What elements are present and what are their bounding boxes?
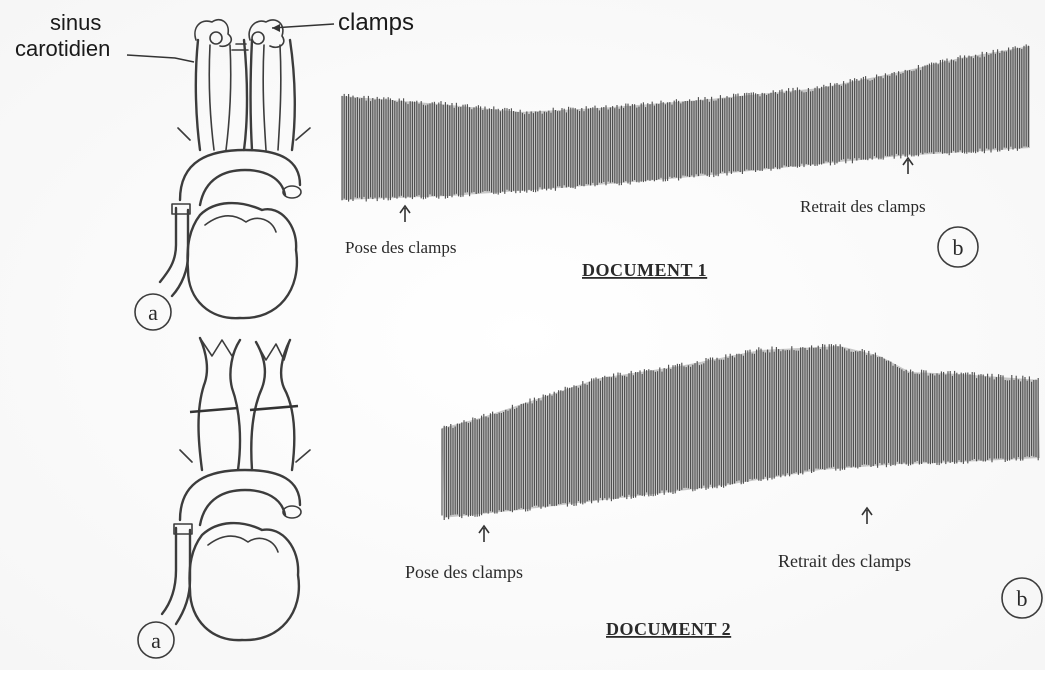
arrow-retrait-doc1-icon	[903, 158, 913, 174]
heart-auricle-detail-lower	[208, 536, 278, 552]
aorta-cut-end-lower	[283, 506, 301, 518]
right-carotid-inner2	[278, 45, 281, 150]
arrow-pose-doc1-icon	[400, 206, 410, 222]
marker-b-doc2: b	[1017, 586, 1028, 611]
marker-a-top: a	[148, 300, 158, 325]
left-carotid-lower-inner	[230, 340, 240, 470]
label-pose-doc1: Pose des clamps	[345, 238, 456, 257]
clamp-right-icon	[252, 32, 264, 44]
right-carotid-outer2	[290, 40, 295, 150]
arrow-pose-doc2-icon	[479, 526, 489, 542]
label-retrait-doc1: Retrait des clamps	[800, 197, 926, 216]
left-carotid-inner2	[226, 45, 231, 150]
pointer-line-sinus	[127, 55, 194, 62]
right-carotid-inner	[263, 45, 266, 150]
label-pose-doc2: Pose des clamps	[405, 562, 523, 582]
heart-body-lower	[190, 523, 299, 640]
heart-diagram-clamped: a	[135, 20, 310, 330]
clamp-left-icon	[210, 32, 222, 44]
left-carotid-inner	[209, 45, 214, 150]
marker-b-doc1: b	[953, 235, 964, 260]
title-document-2: DOCUMENT 2	[606, 619, 731, 639]
left-carotid-lower-outer	[199, 338, 207, 470]
pressure-trace-doc1	[342, 44, 1030, 201]
label-sinus: sinus	[50, 10, 101, 35]
aortic-arch-outer	[180, 150, 300, 200]
left-carotid-outer	[196, 40, 200, 150]
marker-a-bottom: a	[151, 628, 161, 653]
aortic-arch-outer-lower	[180, 470, 300, 520]
label-clamps: clamps	[338, 9, 414, 36]
aortic-arch-inner	[200, 170, 285, 205]
arrow-retrait-doc2-icon	[862, 508, 872, 524]
catheter-tube-left	[160, 208, 176, 282]
catheter-tube-right-lower	[176, 530, 190, 624]
heart-diagram-ligated: a	[138, 338, 310, 658]
ligatures-icon	[190, 406, 298, 412]
right-carotid-outer	[251, 40, 253, 150]
right-carotid-lower-outer	[251, 342, 265, 470]
pressure-trace-doc2	[442, 344, 1040, 520]
catheter-tube-left-lower	[162, 528, 176, 614]
arrowhead-clamps-icon	[272, 24, 280, 32]
aorta-cut-end	[283, 186, 301, 198]
aortic-arch-inner-lower	[200, 490, 285, 525]
left-carotid-outer2	[244, 40, 247, 150]
title-document-1: DOCUMENT 1	[582, 260, 707, 280]
heart-auricle-detail	[205, 216, 276, 232]
label-retrait-doc2: Retrait des clamps	[778, 551, 911, 571]
label-carotidien: carotidien	[15, 36, 110, 61]
